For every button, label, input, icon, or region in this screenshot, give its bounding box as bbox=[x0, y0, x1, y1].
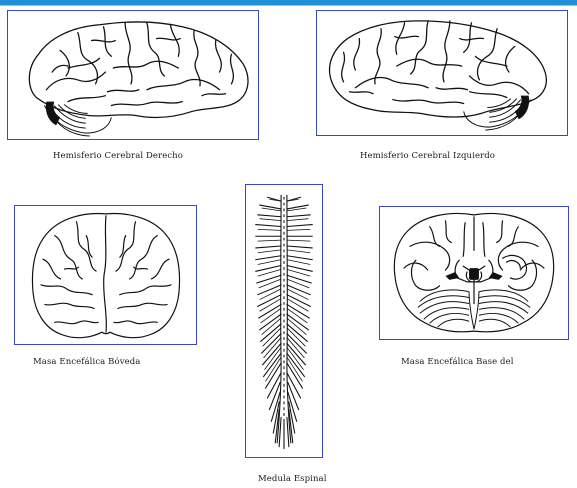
brain-lateral-view-mirrored-icon bbox=[317, 11, 567, 135]
caption-spinal-cord: Medula Espinal bbox=[258, 474, 327, 484]
caption-base: Masa Encefálica Base del bbox=[401, 357, 514, 367]
brain-base-view-icon bbox=[380, 207, 568, 339]
brain-lateral-view-icon bbox=[8, 11, 258, 139]
spinal-cord-figure bbox=[245, 184, 323, 458]
brain-right-hemisphere-figure bbox=[7, 10, 259, 140]
caption-left-hemisphere: Hemisferio Cerebral Izquierdo bbox=[360, 151, 495, 161]
brain-base-figure bbox=[379, 206, 569, 340]
caption-vault: Masa Encefálica Bóveda bbox=[33, 357, 140, 367]
brain-left-hemisphere-figure bbox=[316, 10, 568, 136]
brain-vault-figure bbox=[14, 205, 197, 345]
brain-top-view-icon bbox=[15, 206, 196, 344]
caption-right-hemisphere: Hemisferio Cerebral Derecho bbox=[53, 151, 183, 161]
spinal-cord-icon bbox=[246, 185, 322, 457]
top-accent-line bbox=[0, 5, 577, 6]
